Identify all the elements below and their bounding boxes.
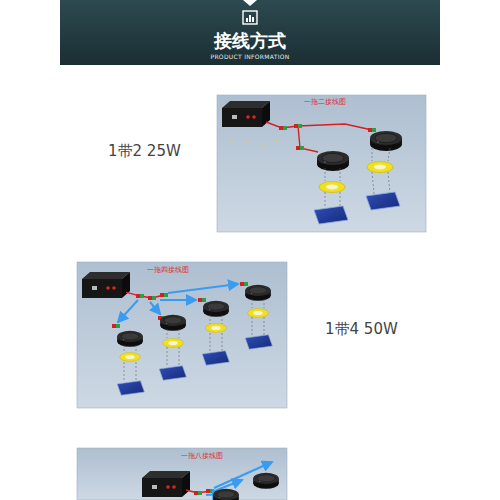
header-banner xyxy=(60,0,440,65)
wiring-diagram-panel: 一拖四接线图 xyxy=(77,262,287,408)
spec-label: 1带4 50W xyxy=(325,320,398,338)
panel-title: 一拖八接线图 xyxy=(181,452,223,460)
section-subtitle: PRODUCT INFORMATION xyxy=(210,53,289,60)
wiring-diagram-panel: 一拖八接线图 xyxy=(77,448,287,500)
wiring-panel-3 xyxy=(77,448,287,500)
wiring-panel-2 xyxy=(77,262,287,408)
chart-icon xyxy=(243,11,257,24)
spec-label: 1带2 25W xyxy=(108,142,181,160)
wiring-diagram-panel: 一拖二接线图 xyxy=(217,95,426,232)
panel-title: 一拖四接线图 xyxy=(147,266,189,274)
wiring-panel-1 xyxy=(217,95,426,232)
notch xyxy=(243,0,257,6)
section-title: 接线方式 xyxy=(214,30,286,52)
panel-title: 一拖二接线图 xyxy=(304,98,346,106)
